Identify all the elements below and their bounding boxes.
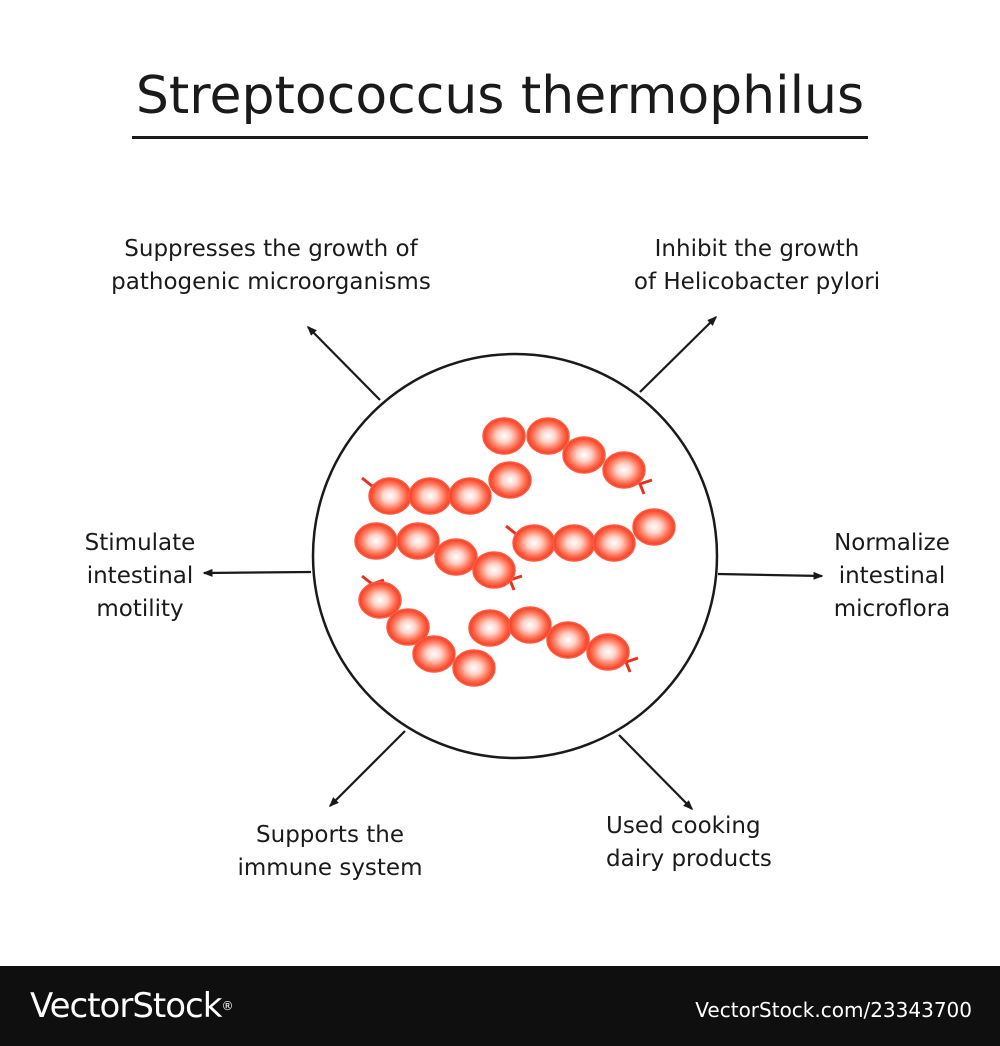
bacterium-cell bbox=[434, 538, 478, 576]
bacterium-cell bbox=[546, 621, 590, 659]
effect-line: Used cooking bbox=[606, 813, 761, 839]
bacterium-cell bbox=[552, 524, 596, 562]
effect-immune-system: Supports the immune system bbox=[226, 819, 434, 885]
bacterium-cell bbox=[368, 477, 412, 515]
bacterium-cell bbox=[358, 581, 402, 619]
bacteria-diagram bbox=[202, 315, 824, 811]
bacterium-cell bbox=[354, 522, 398, 560]
bacterium-cell bbox=[488, 461, 532, 499]
bacterium-cell bbox=[562, 436, 606, 474]
effect-line: pathogenic microorganisms bbox=[111, 269, 431, 295]
arrow-right bbox=[717, 571, 824, 580]
effect-line: Stimulate bbox=[84, 530, 196, 556]
arrow-bottom-left bbox=[328, 730, 406, 808]
bacterium-cell bbox=[592, 524, 636, 562]
bacterium-cell bbox=[586, 633, 630, 671]
effect-line: intestinal bbox=[86, 563, 194, 589]
title-text: Streptococcus thermophilus bbox=[131, 58, 869, 139]
footer-bar: VectorStock® VectorStock.com/23343700 bbox=[0, 966, 1000, 1046]
bacterium-cell bbox=[508, 606, 552, 644]
bacterium-cell bbox=[452, 649, 496, 687]
effect-line: Suppresses the growth of bbox=[124, 236, 418, 262]
effect-line: intestinal bbox=[838, 563, 946, 589]
effect-line: motility bbox=[96, 596, 184, 622]
effect-line: of Helicobacter pylori bbox=[633, 269, 881, 295]
bacterium-cell bbox=[412, 635, 456, 673]
bacterium-cell bbox=[396, 522, 440, 560]
effect-line: immune system bbox=[237, 855, 423, 881]
bacterium-cell bbox=[448, 477, 492, 515]
bacterium-cell bbox=[482, 417, 526, 455]
effect-line: Inhibit the growth bbox=[654, 236, 860, 262]
effect-intestinal-motility: Stimulate intestinal motility bbox=[70, 527, 210, 626]
effect-inhibit-helicobacter: Inhibit the growth of Helicobacter pylor… bbox=[612, 233, 902, 299]
bacterium-cell bbox=[468, 609, 512, 647]
bacterium-cell bbox=[632, 508, 676, 546]
bacterium-cell bbox=[408, 477, 452, 515]
effect-dairy-products: Used cooking dairy products bbox=[606, 810, 806, 876]
effect-line: Normalize bbox=[834, 530, 950, 556]
bacterium-cell bbox=[602, 451, 646, 489]
stock-id: VectorStock.com/23343700 bbox=[695, 998, 972, 1022]
brand-logo: VectorStock® bbox=[30, 986, 233, 1026]
effect-suppress-pathogens: Suppresses the growth of pathogenic micr… bbox=[102, 233, 440, 299]
arrow-top-right bbox=[639, 315, 718, 393]
effect-line: microflora bbox=[833, 596, 951, 622]
effect-line: Supports the bbox=[256, 822, 404, 848]
bacterium-cell bbox=[472, 551, 516, 589]
arrow-top-left bbox=[306, 325, 381, 401]
bacterium-cell bbox=[512, 524, 556, 562]
effect-normalize-microflora: Normalize intestinal microflora bbox=[822, 527, 962, 626]
diagram-title: Streptococcus thermophilus bbox=[0, 58, 1000, 139]
effect-line: dairy products bbox=[606, 846, 772, 872]
streptococcus-chains bbox=[354, 417, 676, 687]
bacterium-cell bbox=[386, 608, 430, 646]
arrow-bottom-right bbox=[618, 734, 694, 811]
bacterium-cell bbox=[526, 417, 570, 455]
arrow-left bbox=[202, 568, 312, 577]
